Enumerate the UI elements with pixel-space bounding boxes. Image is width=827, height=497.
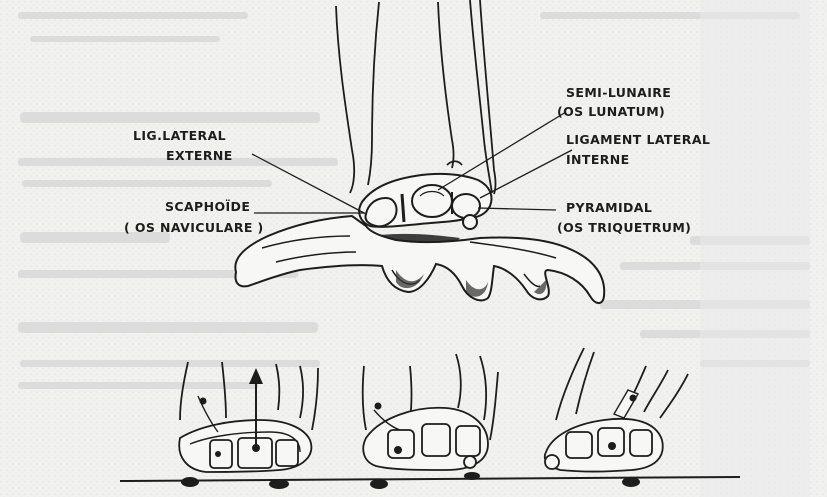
label-semi-lunaire-1: SEMI-LUNAIRE bbox=[566, 85, 671, 100]
label-semi-lunaire-2: (OS LUNATUM) bbox=[557, 104, 665, 119]
label-scaphoide-1: SCAPHOÏDE bbox=[165, 199, 250, 214]
label-ligament-lateral-interne-2: INTERNE bbox=[566, 152, 630, 167]
paper-fold-shade bbox=[700, 0, 810, 497]
label-ligament-lateral-interne-1: LIGAMENT LATERAL bbox=[566, 132, 710, 147]
label-pyramidal-2: (OS TRIQUETRUM) bbox=[557, 220, 691, 235]
label-pyramidal-1: PYRAMIDAL bbox=[566, 200, 652, 215]
label-lig-lateral-externe-1: LIG.LATERAL bbox=[133, 128, 226, 143]
label-lig-lateral-externe-2: EXTERNE bbox=[166, 148, 233, 163]
label-scaphoide-2: ( OS NAVICULARE ) bbox=[124, 220, 264, 235]
